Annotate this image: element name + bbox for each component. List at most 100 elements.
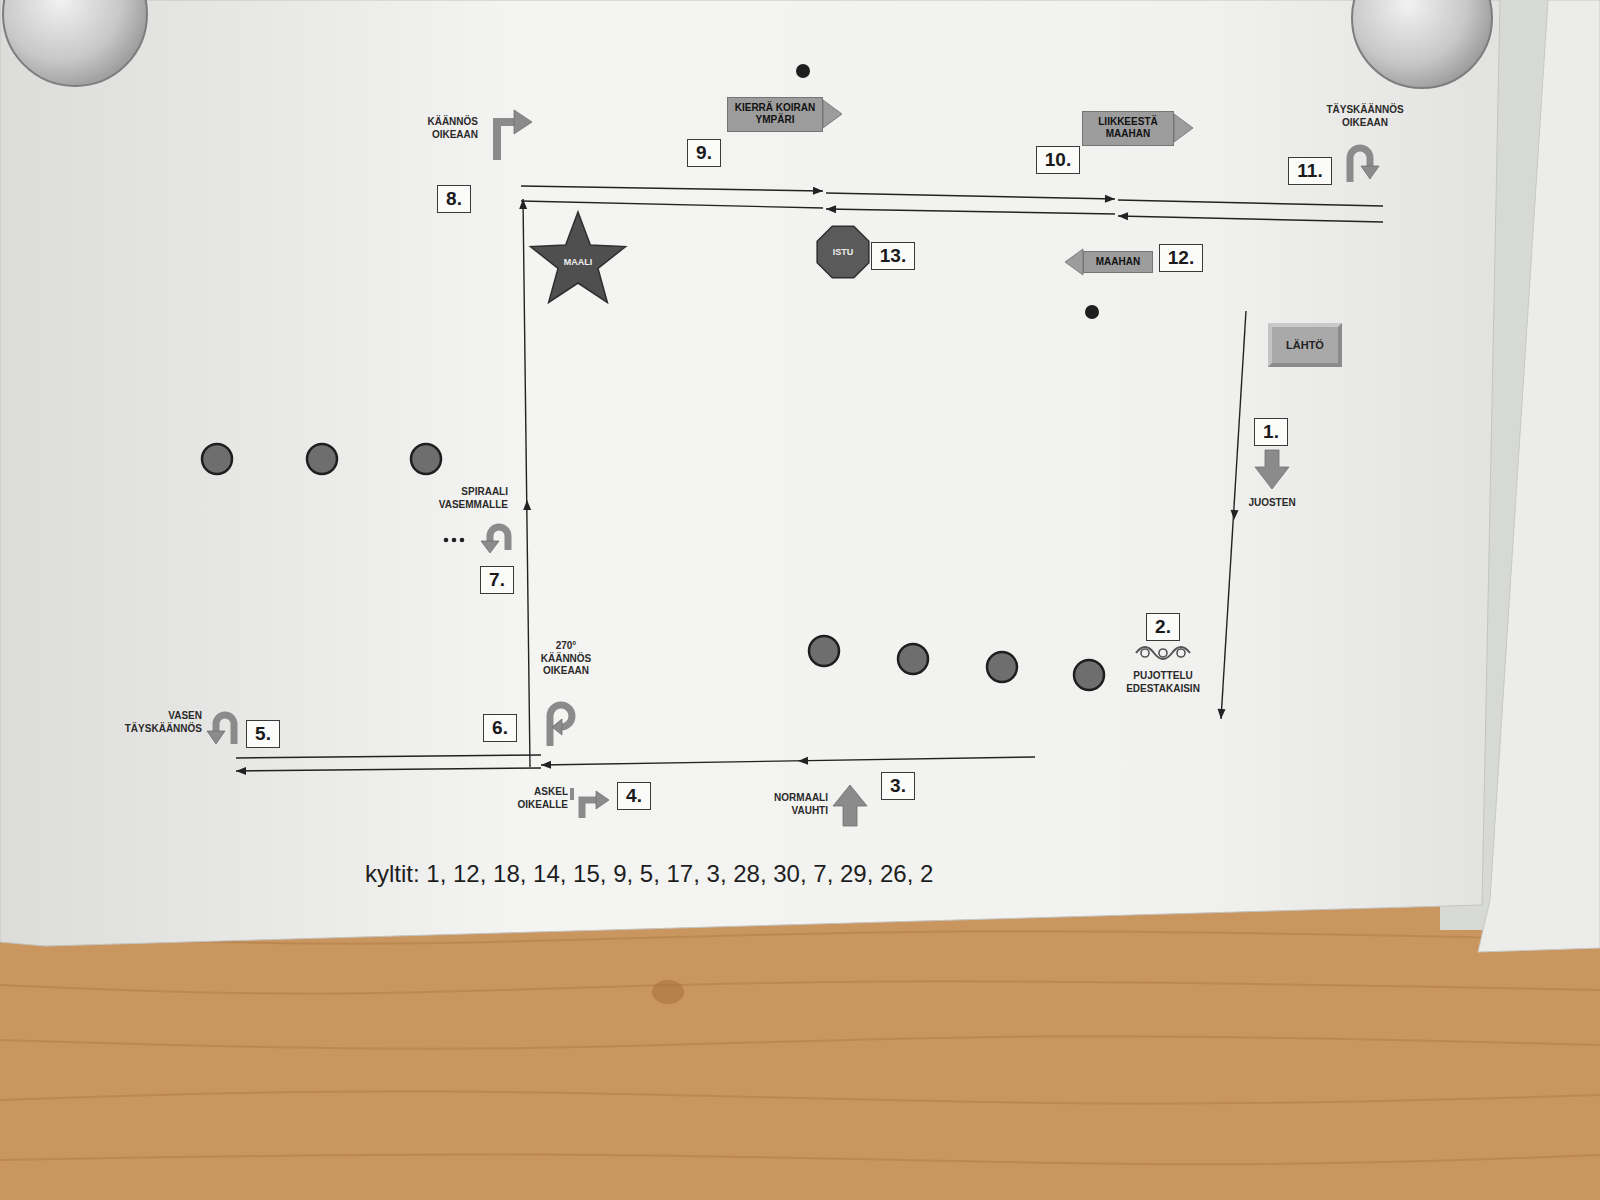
node-text: 7.: [489, 569, 505, 592]
callout-number: 2.: [1146, 613, 1180, 642]
sign-icon: [582, 800, 597, 818]
cone-marker: [898, 644, 928, 674]
course-line: [826, 193, 1115, 199]
course-line: [236, 755, 541, 758]
finish-star: MAALI: [528, 212, 628, 312]
node-text: 1.: [1263, 421, 1279, 444]
course-arrowhead: [798, 757, 808, 765]
course-arrowhead: [519, 199, 527, 209]
node-text: 2.: [1155, 616, 1171, 639]
grain-line: [0, 1091, 1600, 1103]
callout-number: 10.: [1036, 146, 1080, 175]
course-arrowhead: [826, 205, 836, 213]
wood-grain: [0, 931, 1600, 1164]
sign-icon: [596, 791, 609, 809]
grain-line: [0, 981, 1600, 993]
sign-label: KÄÄNNÖS OIKEAAN: [408, 116, 478, 141]
sign-label: ASKEL OIKEALLE: [488, 786, 568, 811]
node-text: LÄHTÖ: [1286, 339, 1324, 351]
course-arrowhead: [813, 187, 823, 195]
sign-icon: [1136, 647, 1190, 659]
callout-number: 5.: [246, 720, 280, 749]
node-text: 5.: [255, 723, 271, 746]
course-line: [826, 209, 1115, 214]
node-text: 12.: [1168, 247, 1194, 270]
callout-number: 8.: [437, 185, 471, 214]
start-sign: LÄHTÖ: [1268, 323, 1342, 367]
magnet: [3, 0, 147, 86]
course-line: [523, 199, 530, 767]
callout-number: 12.: [1159, 244, 1203, 273]
course-arrowhead: [1231, 510, 1239, 520]
sign-icon: [823, 100, 842, 128]
course-line: [236, 768, 541, 771]
stop-sign: ISTU: [815, 224, 871, 280]
callout-number: 1.: [1254, 418, 1288, 447]
sign-icon: [207, 731, 225, 744]
dot-icon: [460, 538, 465, 543]
node-text: 8.: [446, 188, 462, 211]
course-arrowhead: [1118, 212, 1128, 220]
course-line: [521, 201, 823, 208]
node-text: 11.: [1297, 160, 1322, 183]
sign-icon: [481, 541, 499, 553]
sign-label: NORMAALI VAUHTI: [738, 792, 828, 817]
callout-number: 3.: [881, 772, 915, 801]
sign-icon: [1361, 166, 1379, 179]
callout-number: 6.: [483, 714, 517, 743]
node-text: 10.: [1045, 149, 1071, 172]
weave-icon: [1159, 649, 1167, 657]
sign-box: LIIKKEESTÄ MAAHAN: [1082, 111, 1174, 146]
sign-icon: [514, 110, 532, 134]
cone-marker: [1074, 660, 1104, 690]
callout-number: 11.: [1288, 157, 1331, 186]
cone-marker: [987, 652, 1017, 682]
course-arrowhead: [1105, 195, 1115, 203]
sign-icon: [833, 785, 867, 826]
sign-label: TÄYSKÄÄNNÖS OIKEAAN: [1315, 104, 1415, 129]
dot-icon: [444, 538, 449, 543]
node-text: MAAHAN: [1090, 256, 1146, 269]
sign-icon: [550, 705, 572, 746]
callout-number: 7.: [480, 566, 514, 595]
cone-marker: [307, 444, 337, 474]
cone-marker: [202, 444, 232, 474]
course-line: [1118, 200, 1383, 206]
node-text: 6.: [492, 717, 508, 740]
caption-text: kyltit: 1, 12, 18, 14, 15, 9, 5, 17, 3, …: [365, 860, 933, 888]
node-text: 3.: [890, 775, 906, 798]
wood-knot: [652, 980, 684, 1004]
sign-icon: [1255, 450, 1289, 489]
weave-icon: [1141, 649, 1149, 657]
callout-number: 13.: [871, 242, 915, 271]
callout-number: 4.: [617, 782, 651, 811]
shape-outline: [817, 226, 869, 278]
black-dot: [796, 64, 810, 78]
course-line: [521, 186, 823, 191]
course-line: [541, 757, 1035, 765]
sign-icons: [202, 64, 1379, 826]
sign-icon: [1065, 249, 1083, 275]
course-arrowhead: [541, 761, 551, 769]
sign-label: VASEN TÄYSKÄÄNNÖS: [112, 710, 202, 735]
node-text: 9.: [696, 142, 712, 165]
grain-line: [0, 1155, 1600, 1165]
shape-outline: [530, 212, 625, 302]
course-arrowhead: [1218, 709, 1226, 719]
course-lines: [236, 186, 1383, 775]
node-text: LIIKKEESTÄ MAAHAN: [1089, 116, 1167, 141]
course-arrowhead: [236, 767, 246, 775]
sign-label: 270° KÄÄNNÖS OIKEAAN: [533, 640, 599, 678]
magnet: [1352, 0, 1492, 88]
black-dot: [1085, 305, 1099, 319]
cone-marker: [411, 444, 441, 474]
course-arrowhead: [523, 500, 531, 510]
node-text: 13.: [880, 245, 906, 268]
weave-icon: [1177, 649, 1185, 657]
sign-box: KIERRÄ KOIRAN YMPÄRI: [727, 97, 823, 132]
node-text: MAALI: [564, 257, 593, 267]
sign-icon: [497, 122, 515, 160]
course-line: [1221, 311, 1246, 719]
